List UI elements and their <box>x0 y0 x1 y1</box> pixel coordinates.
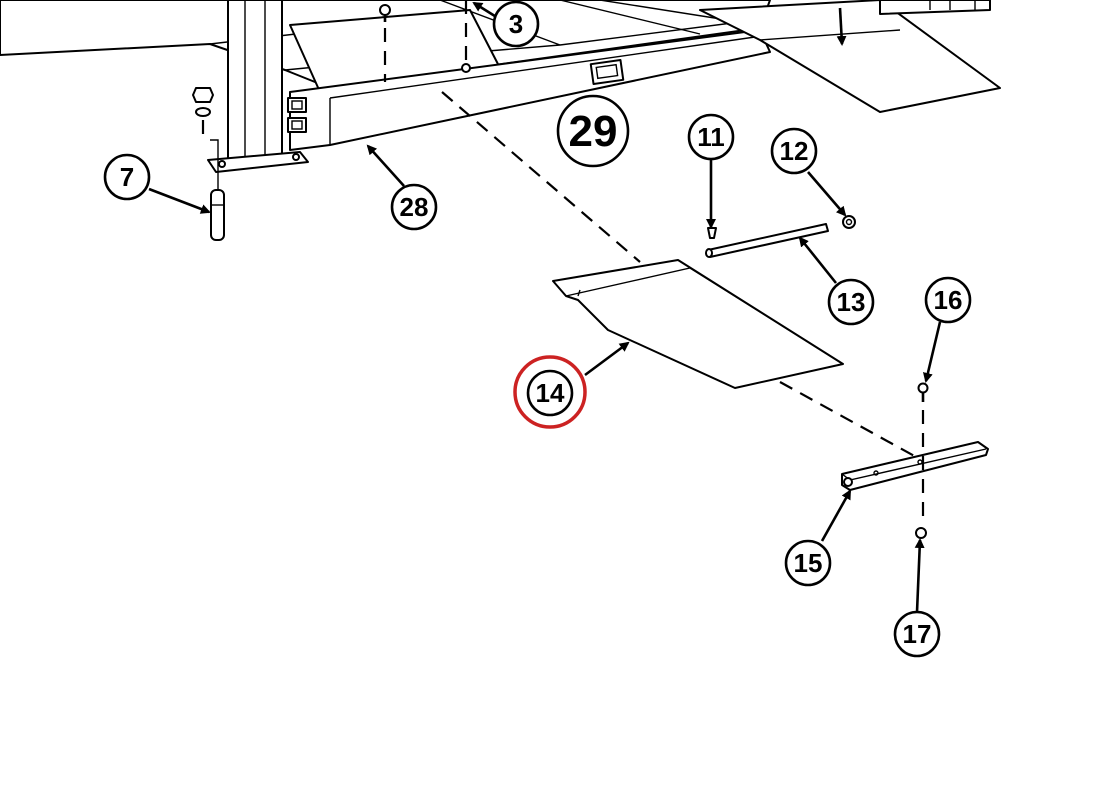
lift-post <box>227 0 283 163</box>
callout-12-label: 12 <box>780 136 809 166</box>
bolt-hardware-top <box>379 0 471 82</box>
callout-3-label: 3 <box>509 9 523 39</box>
callout-12: 12 <box>770 127 818 175</box>
callout-11: 11 <box>687 113 735 161</box>
callout-13: 13 <box>827 278 875 326</box>
callout-7-label: 7 <box>120 162 134 192</box>
callout-16: 16 <box>924 276 972 324</box>
callout-13-label: 13 <box>837 287 866 317</box>
nut-17 <box>915 527 927 539</box>
callout-14-label: 14 <box>536 378 565 408</box>
callout-28-label: 28 <box>400 192 429 222</box>
callout-28: 28 <box>390 183 438 231</box>
ramp-plate-14 <box>552 259 844 389</box>
pin-assembly-7 <box>192 87 225 241</box>
callout-17-label: 17 <box>903 619 932 649</box>
callout-29: 29 <box>556 94 630 168</box>
approach-ramp <box>699 0 1001 113</box>
callout-7: 7 <box>103 153 151 201</box>
rod-13 <box>705 223 829 258</box>
nut-12 <box>842 215 856 229</box>
leader-lines <box>148 1 942 613</box>
bolt-16 <box>917 382 929 402</box>
side-beam <box>289 29 771 151</box>
callout-17: 17 <box>893 610 941 658</box>
callout-11-label: 11 <box>697 122 725 152</box>
callout-16-label: 16 <box>934 285 963 315</box>
callout-3: 3 <box>492 0 540 48</box>
bar-15 <box>841 441 989 491</box>
cotter-pin-11 <box>707 227 717 239</box>
callout-14: 14 <box>526 369 574 417</box>
callout-29-label: 29 <box>569 107 618 156</box>
callout-15: 15 <box>784 539 832 587</box>
lift-runway-assembly <box>0 0 771 173</box>
highlight-ring <box>513 355 587 429</box>
callout-15-label: 15 <box>794 548 823 578</box>
assembly-centerline-diagonal <box>441 91 919 459</box>
